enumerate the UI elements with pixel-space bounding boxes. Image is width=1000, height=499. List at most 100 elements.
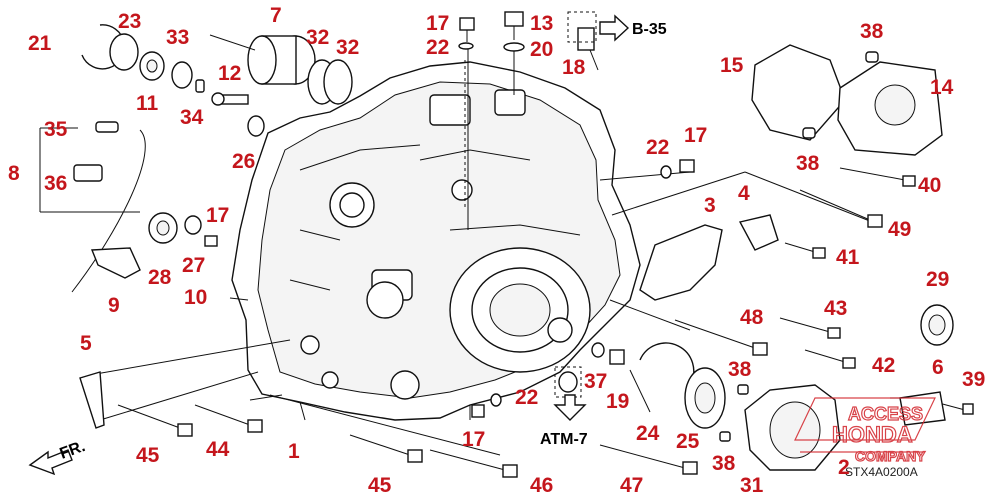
- callout-12: 12: [218, 62, 241, 85]
- callout-38-mid: 38: [728, 358, 752, 381]
- callout-24: 24: [636, 422, 660, 445]
- front-label: FR.: [58, 438, 88, 463]
- bracket-3: [639, 224, 723, 301]
- callout-21: 21: [28, 32, 52, 55]
- small-parts: [71, 24, 353, 429]
- callout-45-left: 45: [136, 444, 160, 467]
- callout-14: 14: [930, 76, 954, 99]
- reference-markers: B-35 ATM-7 FR. STX4A0200A: [28, 11, 918, 479]
- callout-33: 33: [166, 26, 189, 49]
- snap-ring-24: [639, 342, 695, 386]
- callout-17-bottom: 17: [462, 428, 485, 451]
- bolt-42: [804, 349, 856, 369]
- callout-40: 40: [918, 174, 941, 197]
- bolt-48: [674, 319, 768, 356]
- bolt-17-right: [679, 159, 695, 173]
- seal-37: [558, 371, 578, 393]
- callout-19: 19: [606, 390, 629, 413]
- arrow-atm7-icon: [553, 394, 587, 421]
- callout-22-top: 22: [426, 36, 449, 59]
- bolt-45-left: [117, 404, 193, 437]
- o-ring-33: [171, 61, 193, 89]
- callout-10: 10: [184, 286, 207, 309]
- callout-36: 36: [44, 172, 67, 195]
- callout-26: 26: [232, 150, 255, 173]
- watermark-line1: ACCESS: [848, 404, 923, 424]
- bolt-17-bottom: [471, 404, 485, 418]
- washer-22-right: [660, 165, 672, 179]
- callout-38-upper: 38: [796, 152, 820, 175]
- callout-38-low: 38: [712, 452, 736, 475]
- callouts: 21 23 11 33 7 12 34 32 32 17 22 13 20 1 8…: [8, 4, 985, 497]
- callout-43: 43: [824, 297, 847, 320]
- callout-1: 1: [288, 440, 300, 463]
- transmission-case: [231, 61, 641, 421]
- callout-39: 39: [962, 368, 985, 391]
- dowel-38-mid: [802, 127, 816, 139]
- callout-7: 7: [270, 4, 282, 27]
- callout-41: 41: [836, 246, 860, 269]
- callout-4: 4: [738, 182, 750, 205]
- sensor-18: [577, 27, 599, 71]
- watermark-line2: HONDA: [832, 422, 913, 447]
- callout-37: 37: [584, 370, 607, 393]
- washer-27: [184, 215, 202, 235]
- bolt-41: [784, 242, 826, 259]
- dowel-38-top: [865, 51, 879, 63]
- bolt-47: [599, 444, 698, 475]
- callout-45-bottom: 45: [368, 474, 392, 497]
- ref-b35: B-35: [632, 21, 667, 38]
- sensor-36: [73, 164, 103, 182]
- callout-11: 11: [136, 92, 159, 115]
- callout-23: 23: [118, 10, 141, 33]
- dowel-38-right: [737, 384, 749, 395]
- callout-31: 31: [740, 474, 764, 497]
- callout-42: 42: [872, 354, 895, 377]
- drum-7: [209, 34, 316, 85]
- washer-22-bottom: [490, 393, 502, 407]
- right-parts: [554, 44, 954, 471]
- callout-29: 29: [926, 268, 949, 291]
- diagram-code: STX4A0200A: [845, 465, 918, 479]
- callout-38-top: 38: [860, 20, 884, 43]
- bolt-45-bottom: [349, 434, 423, 463]
- callout-25: 25: [676, 430, 700, 453]
- callout-27: 27: [182, 254, 205, 277]
- callout-9: 9: [108, 294, 120, 317]
- callout-2: 2: [838, 456, 850, 479]
- callout-49: 49: [888, 218, 911, 241]
- callout-8: 8: [8, 162, 20, 185]
- snap-ring-23: [109, 33, 139, 71]
- callout-13: 13: [530, 12, 553, 35]
- callout-32b: 32: [336, 36, 359, 59]
- bracket-9: [90, 247, 141, 279]
- callout-22-bottom: 22: [515, 386, 538, 409]
- arrow-b35-icon: [599, 14, 630, 42]
- bolt-46: [429, 449, 518, 478]
- callout-34: 34: [180, 106, 204, 129]
- callout-17-left: 17: [206, 204, 229, 227]
- washer-20: [503, 42, 525, 52]
- callout-48: 48: [740, 306, 764, 329]
- callout-28: 28: [148, 266, 172, 289]
- bolt-43: [779, 317, 841, 339]
- bolt-17-top: [459, 17, 475, 42]
- dowel-38-low: [719, 431, 731, 442]
- watermark-line3: COMPANY: [855, 448, 926, 464]
- front-arrow-icon: [28, 449, 73, 476]
- callout-44: 44: [206, 438, 230, 461]
- seal-ring-32b: [323, 59, 353, 105]
- seal-26: [247, 115, 265, 137]
- watermark: ACCESS HONDA COMPANY: [794, 397, 936, 465]
- callout-20: 20: [530, 38, 553, 61]
- dowel-34: [195, 79, 205, 93]
- washer-22-top: [458, 42, 474, 50]
- callout-22-right: 22: [646, 136, 669, 159]
- bolt-40: [839, 167, 916, 187]
- bolt-49: [799, 189, 883, 228]
- callout-5: 5: [80, 332, 92, 355]
- callout-17-top: 17: [426, 12, 449, 35]
- callout-32a: 32: [306, 26, 329, 49]
- gasket-15: [751, 44, 846, 141]
